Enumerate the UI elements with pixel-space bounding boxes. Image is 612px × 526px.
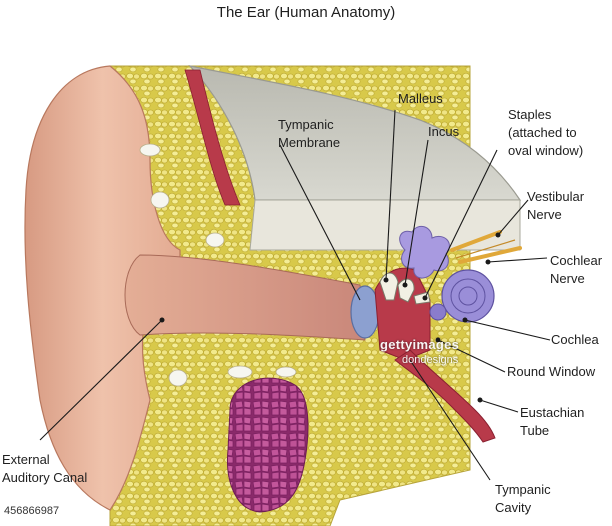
label-tympanic-cavity-line2: Cavity [495, 500, 532, 515]
label-vestibular-nerve-line2: Nerve [527, 207, 562, 222]
auricle [24, 65, 181, 511]
leader-dots [159, 232, 501, 403]
label-cochlear-nerve-line2: Nerve [550, 271, 585, 286]
muscle-band [184, 69, 241, 206]
label-tympanic-membrane-line1: Tympanic [278, 117, 334, 132]
incus-shape [397, 278, 415, 303]
diagram-title: The Ear (Human Anatomy) [216, 4, 396, 21]
label-tympanic-cavity-line1: Tympanic [495, 482, 551, 497]
label-vestibular-nerve-line1: Vestibular [527, 189, 585, 204]
cochlea-shape [441, 269, 495, 323]
tissue-mass [226, 377, 309, 513]
label-eustachian-tube-line1: Eustachian [520, 405, 585, 420]
label-malleus: Malleus [398, 91, 443, 106]
label-incus: Incus [428, 124, 460, 139]
label-external-auditory-canal-line1: External [2, 452, 50, 467]
petrous-bone [188, 65, 522, 201]
image-id: 456866987 [4, 505, 60, 517]
label-external-auditory-canal-line2: Auditory Canal [2, 470, 88, 485]
external-auditory-canal [124, 254, 366, 341]
leader-lines [39, 109, 551, 481]
label-cochlea: Cochlea [551, 332, 599, 347]
label-cochlear-nerve-line1: Cochlear [550, 253, 603, 268]
label-staples-line1: Staples [508, 107, 552, 122]
vestibular-nerve-shape [450, 230, 502, 252]
cochlear-nerve-shape [458, 246, 522, 264]
label-tympanic-membrane-line2: Membrane [278, 135, 341, 150]
tympanic-membrane-shape [350, 285, 380, 339]
label-staples-line2: (attached to [508, 125, 577, 140]
watermark-brand: gettyimages [380, 337, 460, 352]
watermark-credit: dondesigns [402, 354, 459, 366]
label-staples-line3: oval window) [508, 143, 584, 158]
label-round-window: Round Window [507, 364, 596, 379]
label-eustachian-tube-line2: Tube [520, 423, 550, 438]
